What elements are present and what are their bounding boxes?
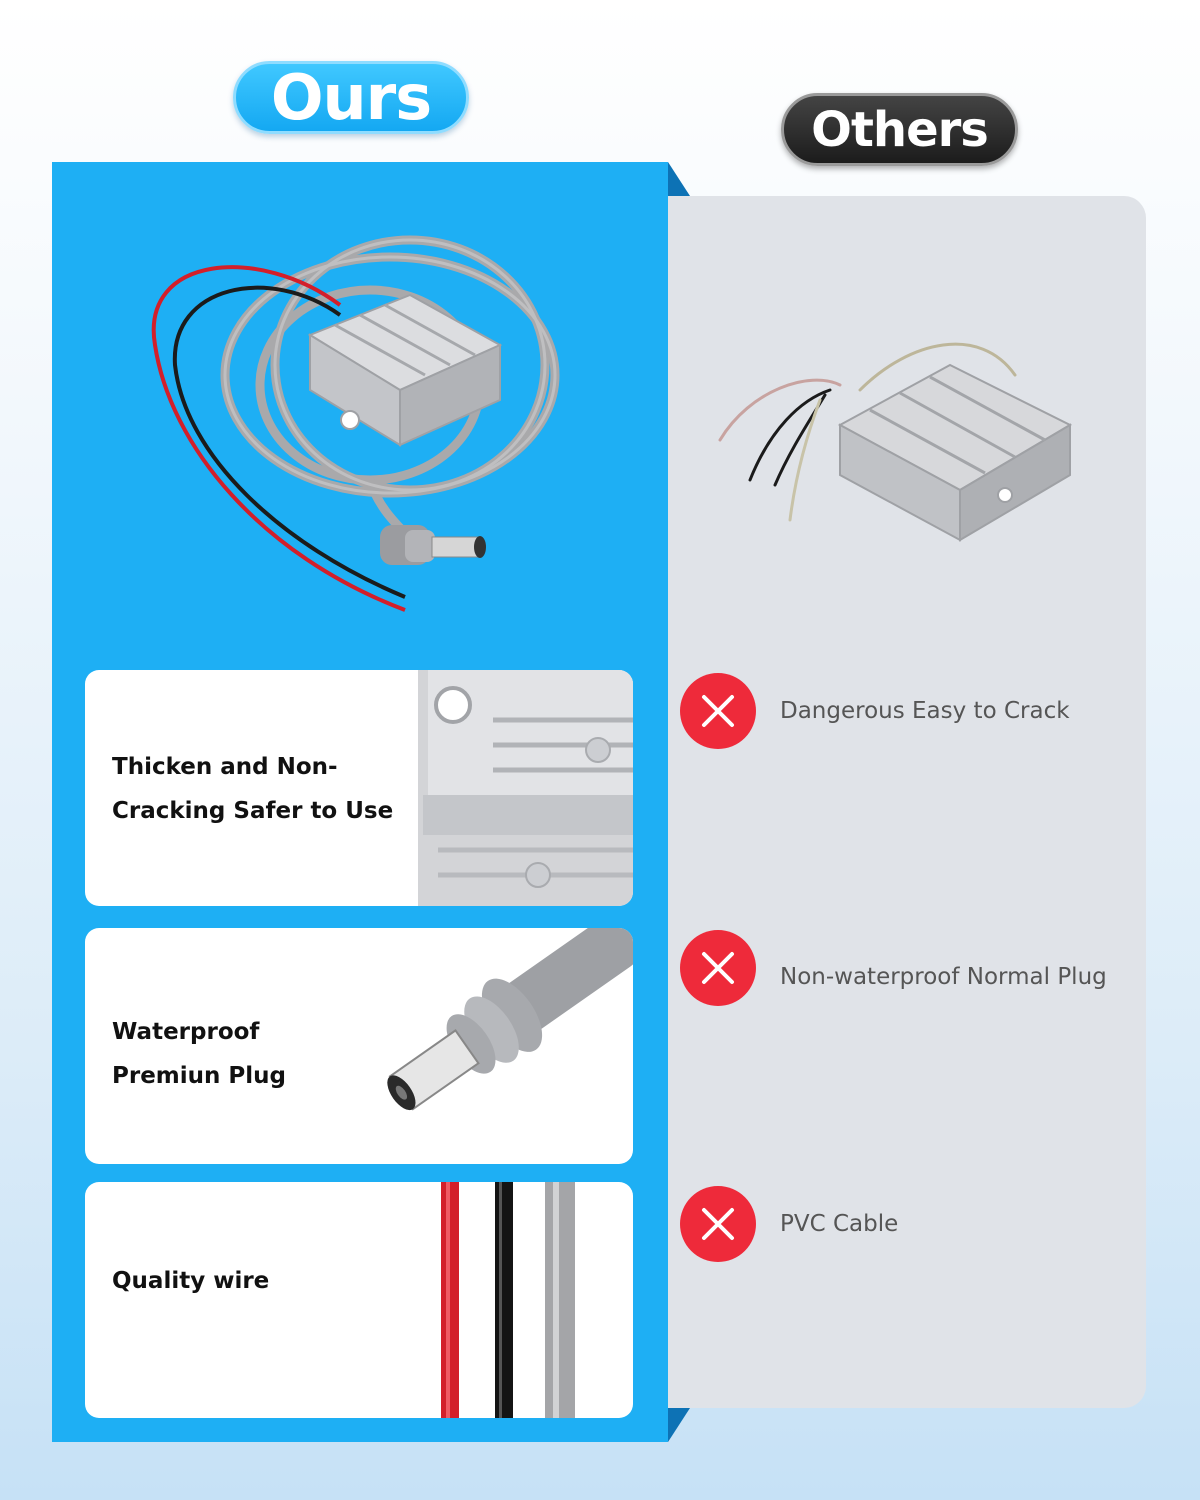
housing-closeup-image [418,670,633,906]
plug-closeup-image [387,928,633,1111]
drawback-cable-text: PVC Cable [780,1211,899,1237]
others-converter-image [718,342,1073,542]
x-icon [680,1186,756,1262]
ours-converter-image [151,235,560,612]
ours-badge: Ours [233,61,469,134]
feature-card-plug: Waterproof Premiun Plug [85,928,633,1164]
drawback-row: Non-waterproof Normal Plug [680,930,1107,1006]
drawback-row: Dangerous Easy to Crack [680,673,1070,749]
drawback-row: PVC Cable [680,1186,898,1262]
drawback-plug-text: Non-waterproof Normal Plug [780,964,1107,990]
x-icon [680,930,756,1006]
panel-fold-top [668,162,690,196]
drawback-crack-text: Dangerous Easy to Crack [780,698,1070,724]
ours-label: Ours [270,61,432,134]
feature-wire-text: Quality wire [112,1268,270,1294]
x-icon [680,673,756,749]
feature-plug-text: Waterproof Premiun Plug [112,1019,286,1089]
panel-fold-bottom [668,1408,690,1442]
wire-closeup-image [441,1182,575,1418]
others-badge: Others [781,93,1018,166]
feature-thicken-text: Thicken and Non- Cracking Safer to Use [112,754,394,824]
feature-card-thicken: Thicken and Non- Cracking Safer to Use [85,670,633,906]
others-label: Others [811,101,989,158]
feature-card-wire: Quality wire [85,1182,633,1418]
